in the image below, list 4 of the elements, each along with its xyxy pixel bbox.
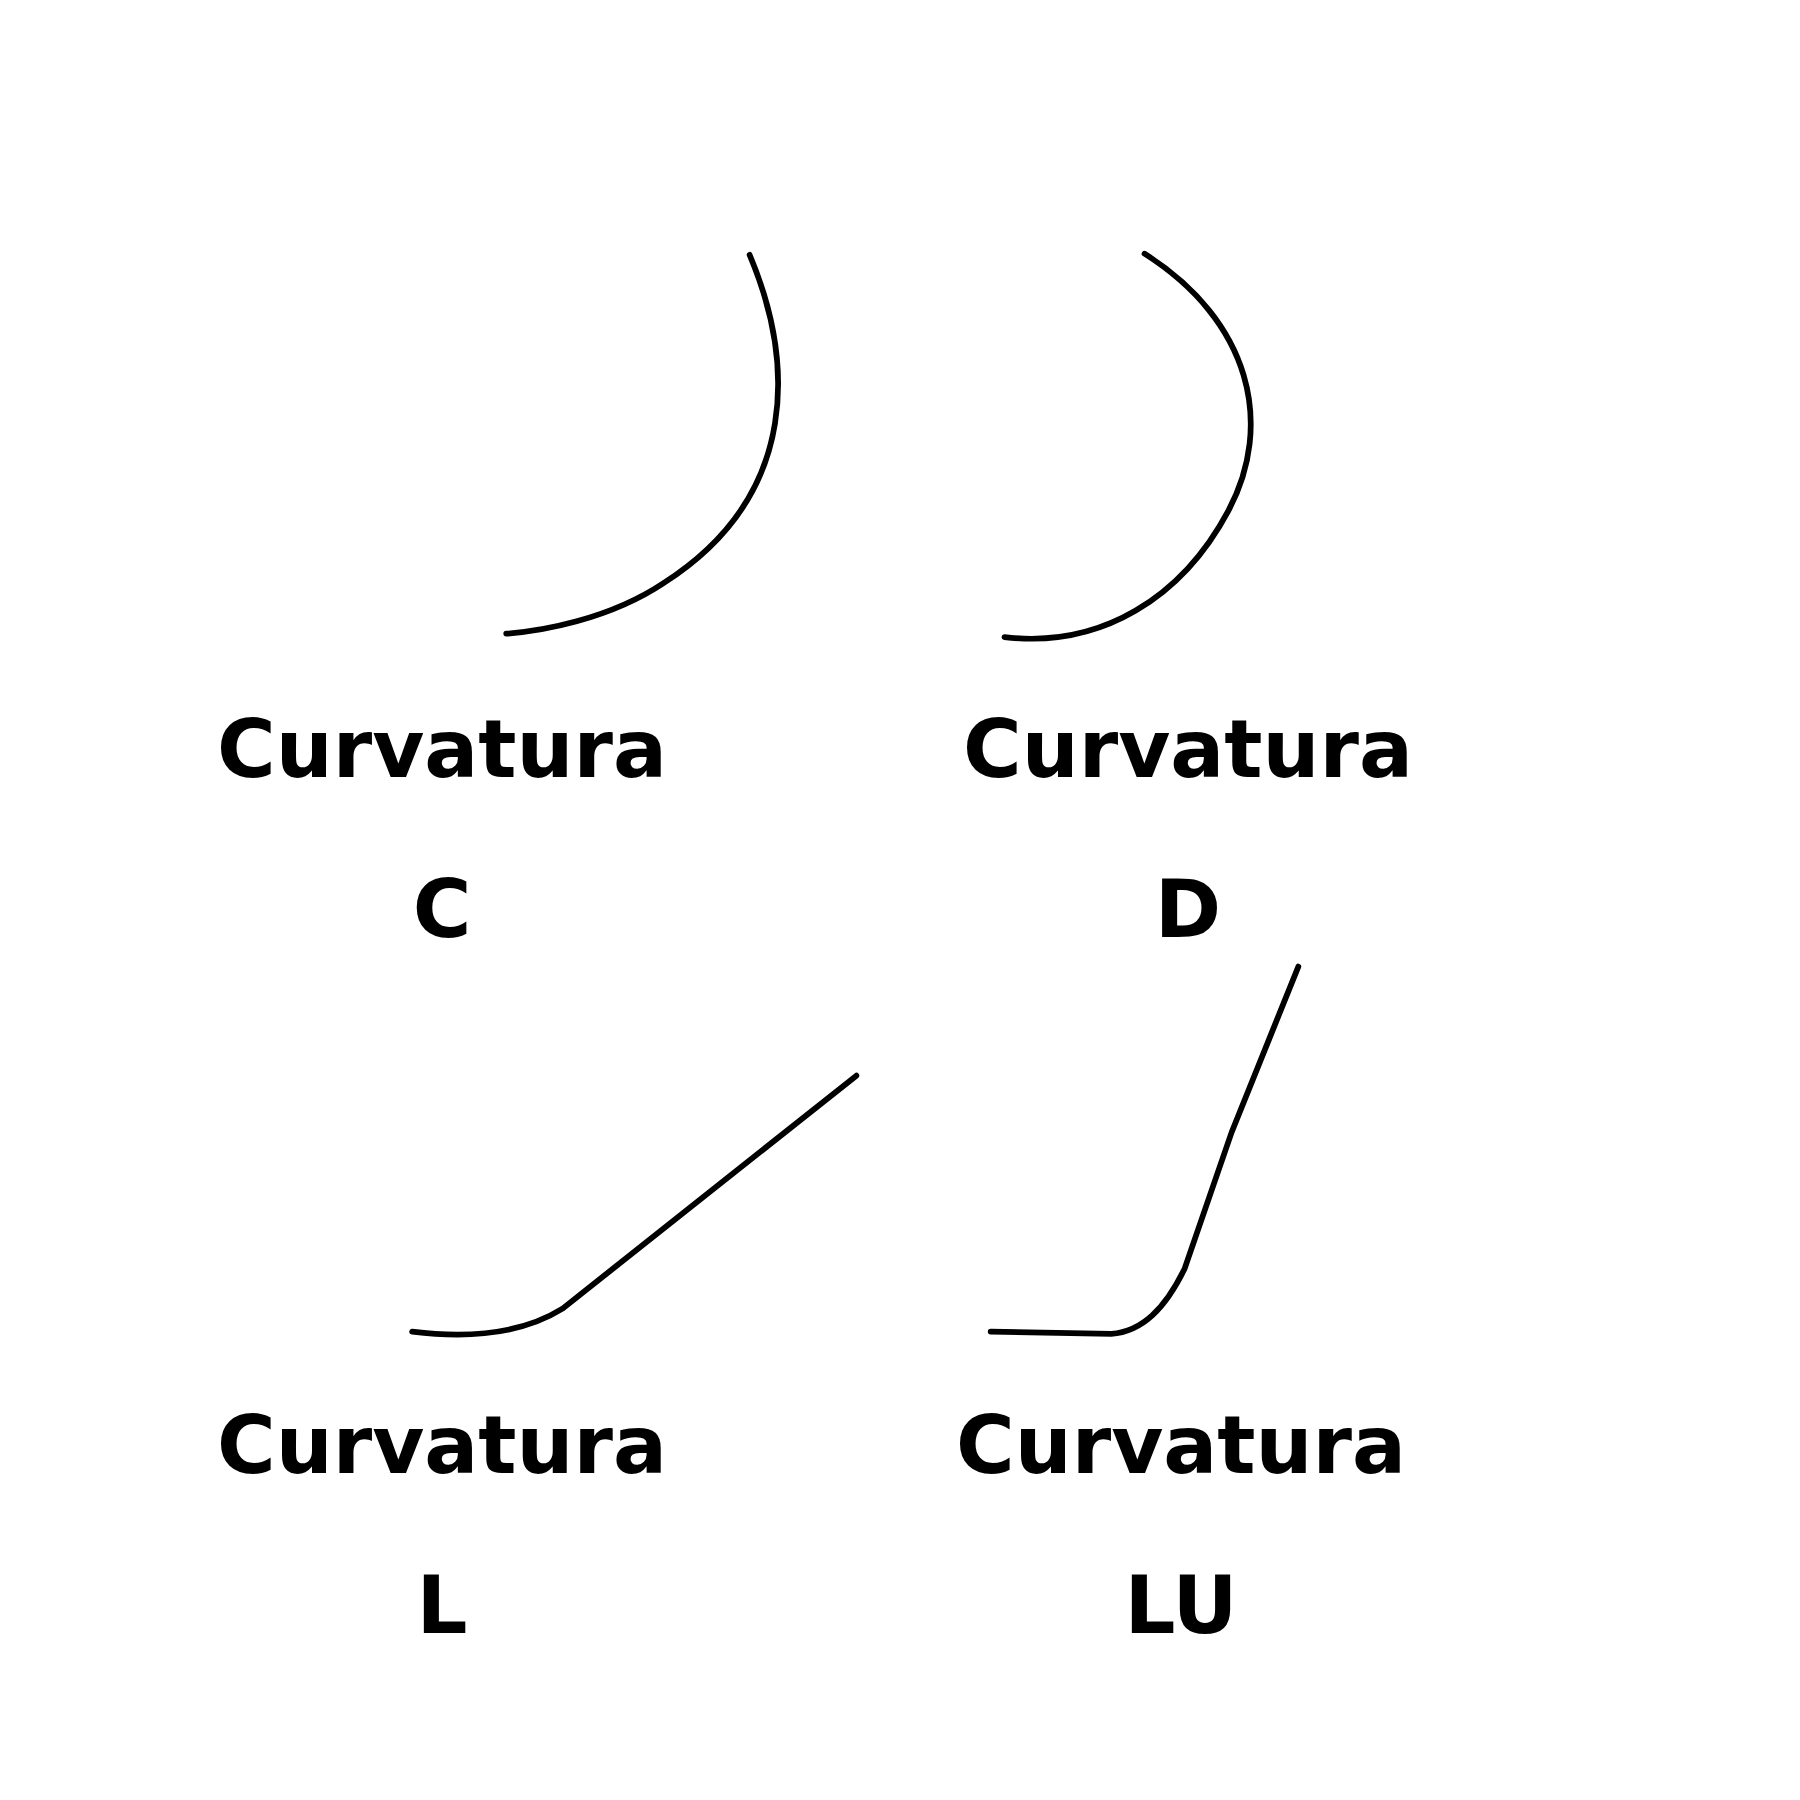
curve-label: Curvatura D [963,702,1413,958]
curve-label: Curvatura C [217,702,667,958]
curve-label: Curvatura L [217,1398,667,1654]
curve-label: Curvatura LU [956,1398,1406,1654]
